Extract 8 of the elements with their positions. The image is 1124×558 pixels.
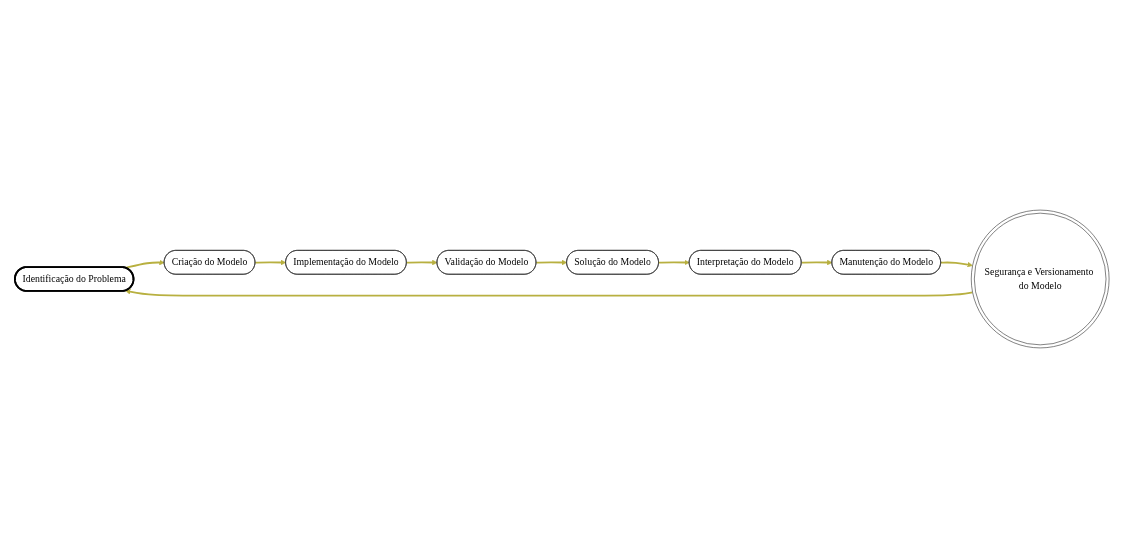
arrow [125,289,974,297]
arrow [254,259,287,266]
arrow [405,259,438,266]
arrow [124,259,165,269]
arrow [940,261,973,268]
arrow [800,259,833,266]
arrow [535,259,568,266]
arrow [657,259,690,266]
